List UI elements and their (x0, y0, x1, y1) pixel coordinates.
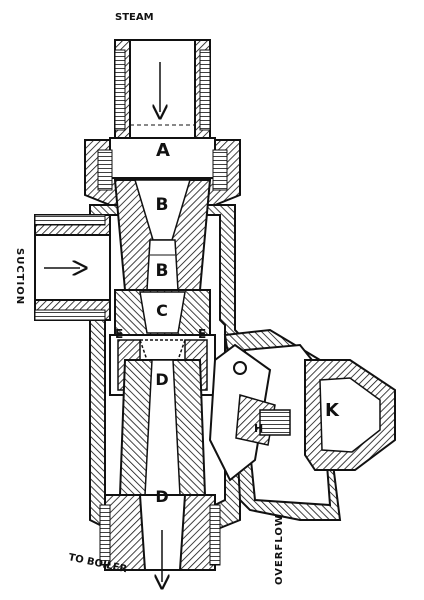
part-e-right-label: E (198, 327, 206, 341)
steam-inlet-pipe (114, 39, 211, 141)
delivery-outlet (99, 494, 221, 571)
delivery-cone (118, 359, 207, 496)
steam-label: STEAM (115, 12, 154, 23)
part-b-upper-label: B (156, 195, 169, 215)
part-e-left-label: E (115, 327, 123, 341)
part-c-label: C (156, 301, 168, 320)
steam-cone (113, 179, 212, 291)
combining-cone (114, 289, 211, 336)
part-h-label: H (254, 422, 263, 435)
part-k-label: K (325, 400, 340, 421)
overflow-label: OVERFLOW (274, 514, 285, 585)
pivot-pin (233, 361, 247, 375)
part-b-lower-label: B (156, 261, 169, 281)
part-d-upper-label: D (155, 370, 168, 389)
part-a-label: A (156, 140, 170, 161)
flap-valve (208, 343, 291, 482)
suction-label: SUCTION (14, 248, 25, 305)
part-d-lower-label: D (155, 487, 168, 506)
valve-cap (304, 359, 396, 471)
